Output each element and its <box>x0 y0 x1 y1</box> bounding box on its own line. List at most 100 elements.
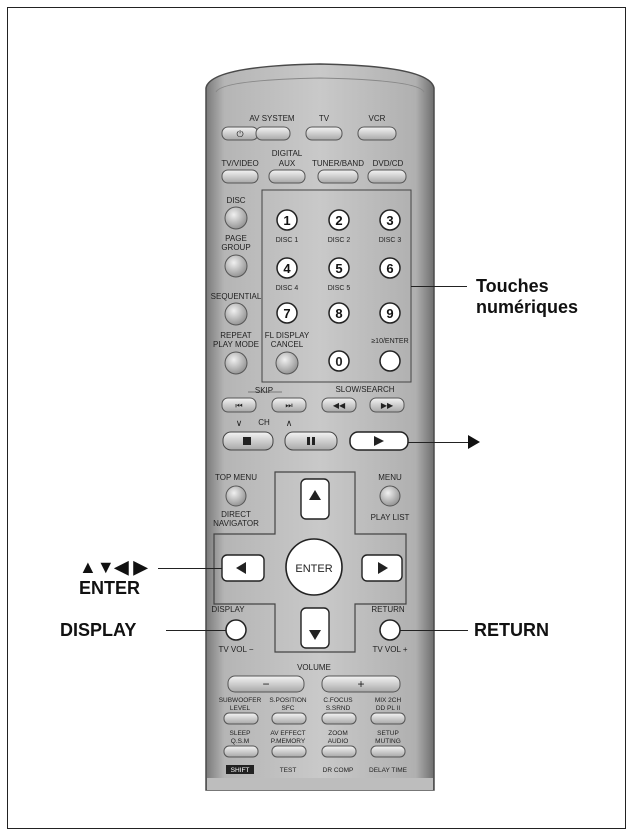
repeat-play-mode-button[interactable] <box>224 351 248 375</box>
numeric-key-8[interactable] <box>328 302 350 324</box>
pause-icon <box>307 437 310 445</box>
shift-button[interactable] <box>226 765 254 774</box>
sleep-label-2: Q.S.M <box>231 738 249 745</box>
tv-video-button[interactable] <box>221 169 259 184</box>
dvd-cd-button[interactable] <box>367 169 407 184</box>
top-menu-label: TOP MENU <box>215 473 257 482</box>
numeric-key-0[interactable] <box>328 350 350 372</box>
top-menu-button[interactable] <box>225 485 247 507</box>
av-effect-label-2: P.MEMORY <box>271 738 306 745</box>
digital-aux-button[interactable] <box>268 169 306 184</box>
numeric-key-3[interactable] <box>379 209 401 231</box>
tv-vol-minus-label: TV VOL − <box>218 645 253 654</box>
s-position-label-2: SFC <box>282 705 295 712</box>
volume-minus-icon: − <box>262 677 269 691</box>
volume-label: VOLUME <box>297 663 331 672</box>
volume-up-button[interactable] <box>321 675 401 693</box>
numeric-key-6[interactable] <box>379 257 401 279</box>
skip-next-button[interactable] <box>271 397 307 413</box>
cursor-cluster-frame <box>213 471 407 653</box>
c-focus-button[interactable] <box>321 712 357 725</box>
skip-search-keys: SKIP SLOW/SEARCH ⏮ ⏭ ◀◀ ▶▶ CH ∨ ∧ <box>221 385 405 428</box>
av-effect-button[interactable] <box>271 745 307 758</box>
mix-2ch-button[interactable] <box>370 712 406 725</box>
ch-up-icon: ∧ <box>286 418 293 428</box>
return-button[interactable] <box>379 619 401 641</box>
digital-aux-label-1: DIGITAL <box>272 149 303 158</box>
power-icon: ⏻ <box>236 129 243 139</box>
skip-label: SKIP <box>255 386 273 395</box>
subwoofer-level-button[interactable] <box>223 712 259 725</box>
sleep-label-1: SLEEP <box>230 730 251 737</box>
skip-prev-button[interactable] <box>221 397 257 413</box>
numeric-key-2[interactable] <box>328 209 350 231</box>
return-leader-line <box>400 630 468 631</box>
numeric-key-9[interactable] <box>379 302 401 324</box>
subwoofer-label-1: SUBWOOFER <box>219 697 262 704</box>
digital-aux-label-2: AUX <box>279 159 296 168</box>
av-system-power-button[interactable] <box>255 126 291 141</box>
setup-label-1: SETUP <box>377 730 399 737</box>
direct-navigator-label-2: NAVIGATOR <box>213 519 259 528</box>
right-arrow-icon <box>378 562 388 574</box>
delay-time-label: DELAY TIME <box>369 767 408 774</box>
cursor-arrows-callout-text: ▲▼◀ ▶ <box>79 557 148 577</box>
play-arrow-icon <box>468 435 480 449</box>
dr-comp-label: DR COMP <box>323 767 354 774</box>
repeat-label-2: PLAY MODE <box>213 340 259 349</box>
left-arrow-icon <box>236 562 246 574</box>
zoom-button[interactable] <box>321 745 357 758</box>
numeric-key-5-digit: 5 <box>335 261 342 276</box>
volume-down-button[interactable] <box>227 675 305 693</box>
volume-keys: VOLUME − + <box>227 663 401 693</box>
sequential-label: SEQUENTIAL <box>211 292 262 301</box>
shift-label: SHIFT <box>231 767 250 774</box>
transport-keys <box>222 431 409 451</box>
enter-button-label: ENTER <box>295 563 332 575</box>
numeric-key-2-digit: 2 <box>335 213 342 228</box>
play-leader-line <box>408 442 468 443</box>
numeric-key-4[interactable] <box>276 257 298 279</box>
disc-button[interactable] <box>224 206 248 230</box>
numeric-key-1-digit: 1 <box>283 213 290 228</box>
pause-button[interactable] <box>284 431 338 451</box>
numeric-key-3-digit: 3 <box>386 213 393 228</box>
menu-button[interactable] <box>379 485 401 507</box>
bottom-keys: SUBWOOFER LEVEL S.POSITION SFC C.FOCUS S… <box>207 697 433 790</box>
enter-callout-text: ENTER <box>79 578 141 598</box>
zoom-label-1: ZOOM <box>328 730 348 737</box>
down-arrow-icon <box>309 630 321 640</box>
display-button[interactable] <box>225 619 247 641</box>
remote-bottom-fade <box>207 778 433 790</box>
forward-icon: ▶▶ <box>381 401 394 410</box>
page-group-button[interactable] <box>224 254 248 278</box>
numeric-enter-button[interactable] <box>379 350 401 372</box>
c-focus-label-2: S.SRND <box>326 705 351 712</box>
numeric-key-5[interactable] <box>328 257 350 279</box>
sleep-button[interactable] <box>223 745 259 758</box>
page-label-1: PAGE <box>225 234 247 243</box>
play-icon <box>374 436 384 446</box>
left-column-keys: DISC PAGE GROUP SEQUENTIAL REPEAT PLAY M… <box>211 196 310 375</box>
sequential-button[interactable] <box>224 302 248 326</box>
slow-search-forward-button[interactable] <box>369 397 405 413</box>
cursor-down-button[interactable] <box>300 607 330 649</box>
fl-display-cancel-button[interactable] <box>275 351 299 375</box>
s-position-button[interactable] <box>271 712 307 725</box>
display-callout: DISPLAY <box>60 620 137 640</box>
tuner-band-button[interactable] <box>317 169 359 184</box>
numeric-key-7[interactable] <box>276 302 298 324</box>
numeric-key-8-digit: 8 <box>335 306 342 321</box>
slow-search-rewind-button[interactable] <box>321 397 357 413</box>
enter-button[interactable] <box>285 538 343 596</box>
navigation-cluster: TOP MENU DIRECT NAVIGATOR MENU PLAY LIST… <box>211 471 410 654</box>
mix-2ch-label-2: DD PL II <box>376 705 401 712</box>
fl-display-label-2: CANCEL <box>271 340 304 349</box>
tv-button[interactable] <box>305 126 343 141</box>
numeric-key-1[interactable] <box>276 209 298 231</box>
page-label-2: GROUP <box>221 243 250 252</box>
numeric-key-7-digit: 7 <box>283 306 290 321</box>
vcr-button[interactable] <box>357 126 397 141</box>
setup-button[interactable] <box>370 745 406 758</box>
top-keys: AV SYSTEM TV VCR ⏻ TV/VIDEO DIGITAL AUX … <box>221 114 407 184</box>
